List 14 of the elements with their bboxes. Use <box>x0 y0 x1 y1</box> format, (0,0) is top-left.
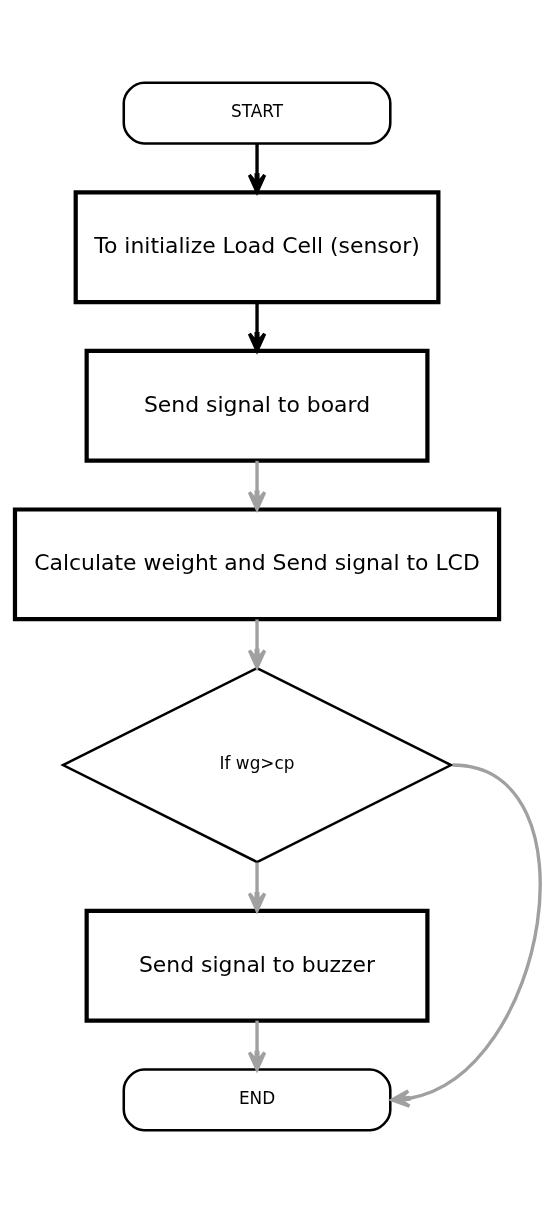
arrow <box>247 618 267 669</box>
node-box: Send signal to board <box>84 348 430 463</box>
arrow <box>390 762 542 1108</box>
node-box: To initialize Load Cell (sensor) <box>73 189 441 304</box>
arrow <box>247 460 267 511</box>
node-box: END <box>122 1067 392 1131</box>
node-box: START <box>122 81 392 145</box>
node-diamond: If wg>cp <box>60 666 454 863</box>
arrow <box>247 862 267 912</box>
arrow <box>247 143 267 194</box>
arrow <box>247 1020 267 1071</box>
node-box: Calculate weight and Send signal to LCD <box>12 506 502 621</box>
node-box: Send signal to buzzer <box>84 908 430 1023</box>
arrow <box>247 301 267 352</box>
